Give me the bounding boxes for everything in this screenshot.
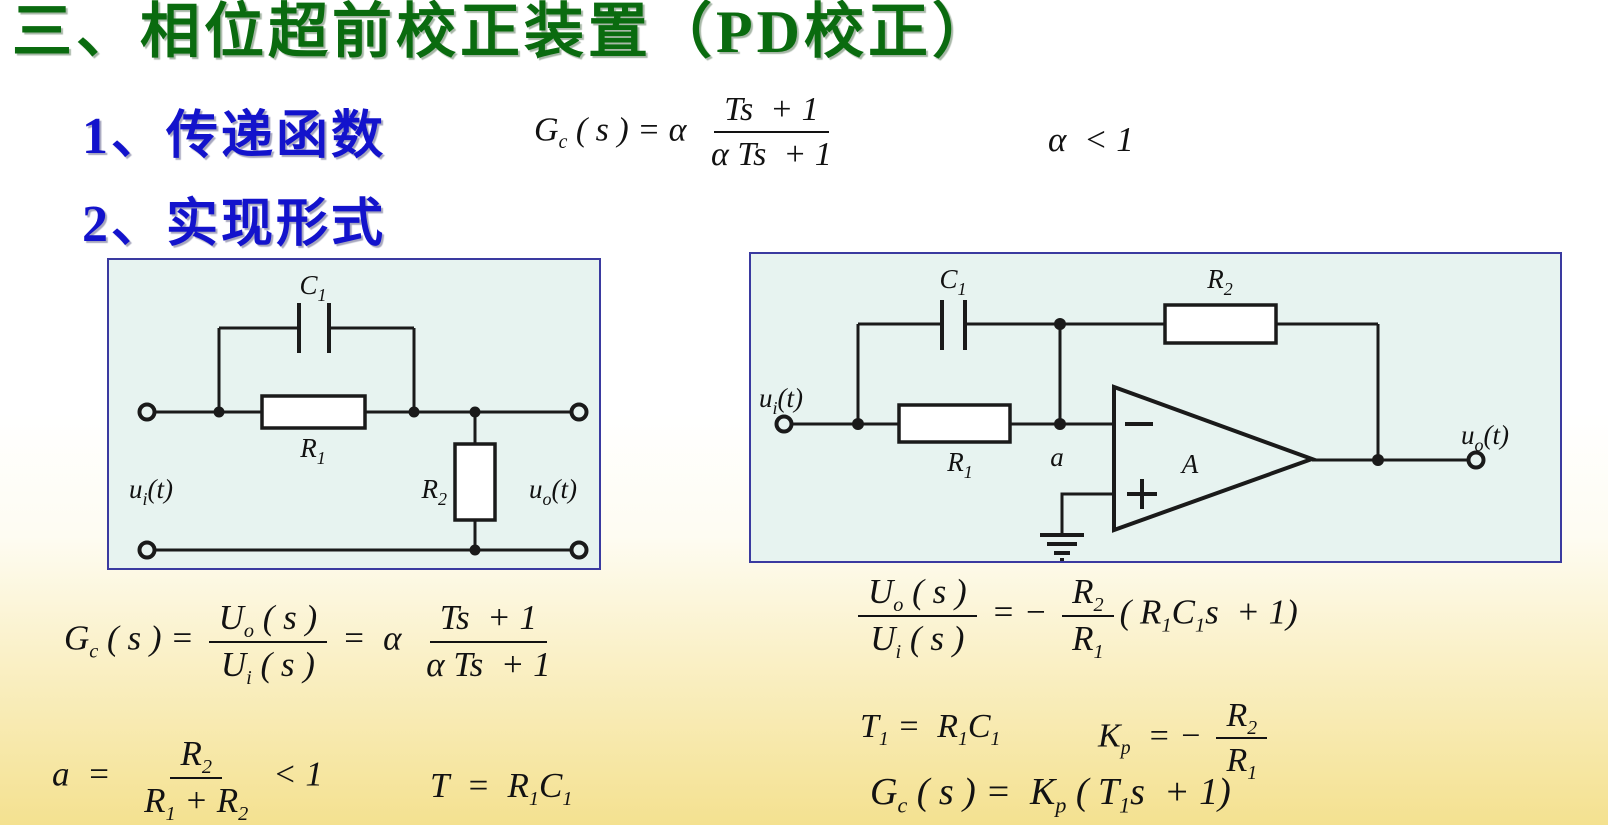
uo-label: uo(t) (1461, 420, 1509, 455)
output-terminal-bottom (569, 540, 589, 560)
c1-label: C1 (939, 264, 966, 299)
passive-circuit-diagram: C1 R1 R2 ui(t) uo(t) (129, 270, 589, 560)
output-terminal (1466, 450, 1486, 470)
plus-input-wire (1060, 492, 1114, 535)
junction-dot (1372, 454, 1384, 466)
junction-dot (469, 544, 481, 556)
section-1-heading: 1、传递函数 (82, 108, 387, 165)
section-2-heading: 2、实现形式 (82, 196, 387, 253)
r1-label: R1 (299, 433, 326, 468)
input-terminal-bottom (137, 540, 157, 560)
junction-dot (408, 406, 420, 418)
junction-dot (213, 406, 225, 418)
node-a-label: a (1050, 442, 1064, 472)
ui-label: ui(t) (129, 474, 173, 509)
junction-dot (1054, 318, 1066, 330)
pd-gc-formula: Gc ( s ) = Kp ( T1s + 1) (870, 771, 1231, 818)
t1-definition-formula: T1 = R1C1 (860, 708, 1001, 750)
resistor-r2 (1163, 303, 1278, 345)
slide-title: 三、相位超前校正装置（PD校正） (12, 0, 996, 65)
junction-dot (1054, 418, 1066, 430)
alpha-condition: α < 1 (1048, 120, 1134, 159)
junction-dot (469, 406, 481, 418)
passive-circuit-panel: C1 R1 R2 ui(t) uo(t) (107, 258, 601, 570)
output-terminal-top (569, 402, 589, 422)
junction-dot (852, 418, 864, 430)
resistor-r2 (453, 442, 497, 522)
opamp-triangle (1112, 384, 1318, 533)
t-definition-formula: T = R1C1 (430, 766, 573, 810)
resistor-r1 (897, 403, 1012, 444)
r1-label: R1 (946, 447, 973, 482)
r2-label: R2 (1206, 264, 1233, 299)
opamp-circuit-panel: C1 R2 R1 ui(t) uo(t) a A (749, 252, 1562, 563)
resistor-r1 (260, 394, 367, 430)
input-terminal-top (137, 402, 157, 422)
uo-label: uo(t) (529, 474, 577, 509)
amp-label: A (1180, 449, 1199, 479)
c1-label: C1 (299, 270, 326, 305)
ui-label: ui(t) (759, 383, 803, 418)
r2-label: R2 (421, 474, 448, 509)
opamp-circuit-diagram: C1 R2 R1 ui(t) uo(t) a A (759, 264, 1509, 561)
input-terminal (774, 414, 794, 434)
